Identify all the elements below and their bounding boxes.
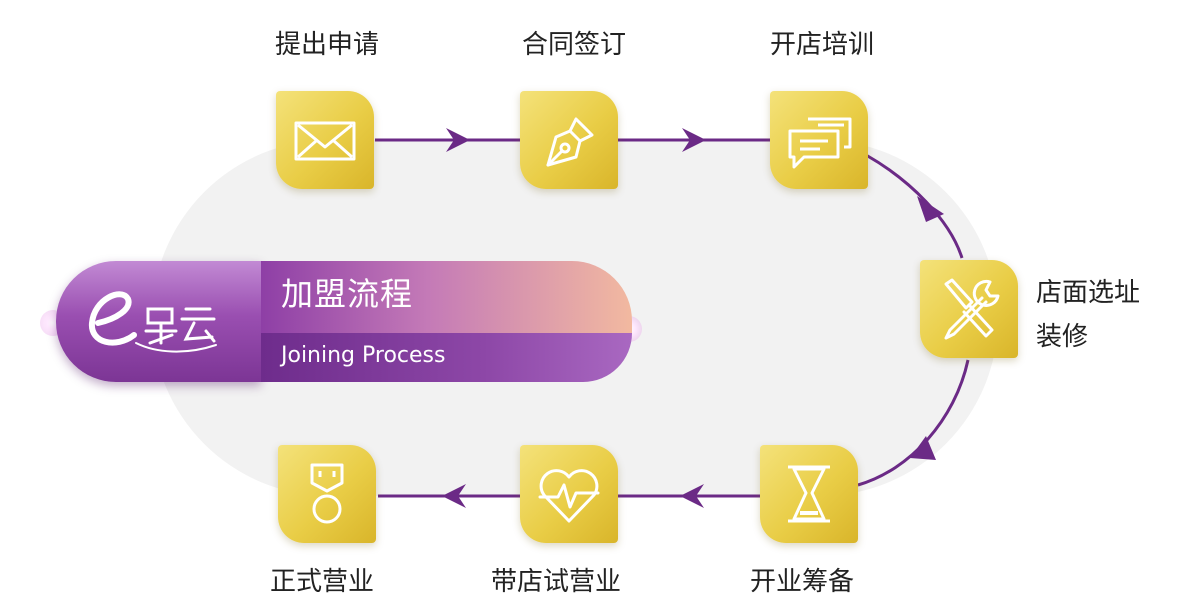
arrow-right-2-icon — [682, 128, 706, 152]
step-tile-site-selection-renovation — [920, 260, 1018, 358]
step-label-official-opening: 正式营业 — [270, 567, 375, 597]
banner-title: 加盟流程 — [281, 275, 414, 313]
chat-bubbles-icon — [788, 117, 852, 169]
seven-clouds-logo — [88, 291, 217, 353]
banner-subtitle: Joining Process — [281, 343, 446, 368]
arrow-right-1-icon — [446, 128, 470, 152]
step-tile-trial-operation — [520, 445, 618, 543]
connector-3-4 — [865, 153, 964, 259]
tools-icon — [944, 278, 1000, 340]
envelope-icon — [294, 121, 356, 161]
step-tile-submit-application — [276, 91, 374, 189]
step-label-opening-preparation: 开业筹备 — [750, 567, 855, 597]
medal-icon — [310, 463, 344, 524]
step-label-sign-contract: 合同签订 — [522, 30, 627, 60]
step-label-site-selection: 店面选址 — [1036, 278, 1141, 308]
arrow-left-2-icon — [442, 484, 466, 508]
hourglass-icon — [788, 465, 830, 523]
step-label-store-training: 开店培训 — [770, 30, 875, 60]
arrow-down-left-icon — [910, 436, 936, 460]
heartbeat-icon — [538, 469, 600, 523]
step-label-trial-operation: 带店试营业 — [491, 567, 622, 597]
step-tile-opening-preparation — [760, 445, 858, 543]
step-label-submit-application: 提出申请 — [275, 30, 380, 60]
banner-subtitle-panel — [261, 333, 632, 382]
step-tile-sign-contract — [520, 91, 618, 189]
step-label-renovation: 装修 — [1036, 322, 1089, 352]
arrow-down-right-icon — [917, 196, 944, 222]
arrowheads — [442, 128, 944, 508]
banner-title-panel — [261, 261, 632, 333]
arrow-left-1-icon — [680, 484, 704, 508]
pen-nib-icon — [546, 117, 594, 167]
step-tile-official-opening — [278, 445, 376, 543]
connector-4-5 — [857, 359, 970, 487]
step-tile-store-training — [770, 91, 868, 189]
joining-process-banner: 加盟流程 Joining Process — [56, 261, 632, 382]
